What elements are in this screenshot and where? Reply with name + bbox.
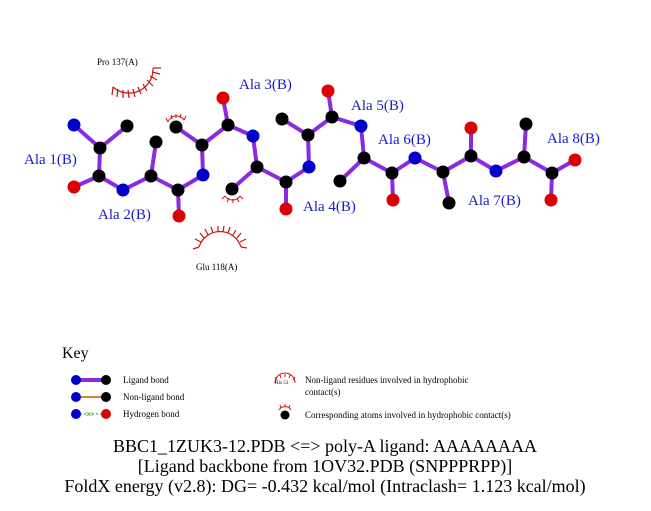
atom-carbon xyxy=(250,160,264,174)
atom-nitrogen xyxy=(408,151,422,165)
atom-oxygen xyxy=(172,209,186,223)
atom-oxygen xyxy=(568,153,582,167)
key-ligand-bond-label: Ligand bond xyxy=(123,375,169,385)
residue-label-ala1: Ala 1(B) xyxy=(24,152,77,168)
atom-carbon xyxy=(225,182,239,196)
atom-oxygen xyxy=(386,193,400,207)
atom-oxygen xyxy=(544,193,558,207)
atom-carbon xyxy=(301,128,315,142)
atom-nitrogen xyxy=(246,129,260,143)
hydrophobic-contact-glu118 xyxy=(192,225,248,250)
atom-oxygen xyxy=(464,121,478,135)
atom-carbon xyxy=(221,118,235,132)
atom-nitrogen xyxy=(354,119,368,133)
caption: BBC1_1ZUK3-12.PDB <=> poly-A ligand: AAA… xyxy=(64,436,585,497)
key-hbond-distance: 3.0 xyxy=(86,412,93,418)
atom-carbon xyxy=(149,135,163,149)
key-nonligand-residues-label-2: contact(s) xyxy=(305,387,340,397)
atom-carbon xyxy=(169,120,183,134)
ligand-atoms xyxy=(67,84,582,223)
atom-nitrogen xyxy=(116,183,130,197)
atom-carbon xyxy=(436,165,450,179)
atom-contact-marks xyxy=(165,113,244,203)
atom-carbon xyxy=(195,138,209,152)
atom-carbon xyxy=(325,110,339,124)
residue-label-ala2: Ala 2(B) xyxy=(98,207,151,223)
atom-carbon xyxy=(385,166,399,180)
key-his-example: His 53 xyxy=(275,381,289,386)
atom-carbon xyxy=(333,174,347,188)
key-ligand-atom-c xyxy=(101,375,111,385)
atom-carbon xyxy=(545,166,559,180)
key-legend: Key Ligand bond Non-ligand bond 3.0 Hydr… xyxy=(62,345,511,420)
key-title: Key xyxy=(62,345,89,362)
key-hbond-atom-n xyxy=(71,409,81,419)
residue-label-pro137: Pro 137(A) xyxy=(97,57,138,67)
key-corresponding-atoms-label: Corresponding atoms involved in hydropho… xyxy=(305,410,511,420)
atom-nitrogen xyxy=(67,118,81,132)
caption-line-2: [Ligand backbone from 1OV32.PDB (SNPPPRP… xyxy=(138,456,513,477)
atom-carbon xyxy=(519,117,533,131)
key-hbond-atom-o xyxy=(101,409,111,419)
atom-carbon xyxy=(275,112,289,126)
atom-carbon xyxy=(464,149,478,163)
atom-oxygen xyxy=(279,202,293,216)
key-nonligand-atom-n xyxy=(71,392,81,402)
residue-label-ala6: Ala 6(B) xyxy=(378,132,431,148)
hydrophobic-contact-pro137 xyxy=(111,67,161,99)
atom-oxygen xyxy=(216,91,230,105)
key-nonligand-residues-label: Non-ligand residues involved in hydropho… xyxy=(305,375,468,385)
caption-line-3: FoldX energy (v2.8): DG= -0.432 kcal/mol… xyxy=(64,476,585,497)
key-corresponding-atom xyxy=(280,410,290,420)
atom-carbon xyxy=(357,151,371,165)
atom-carbon xyxy=(279,175,293,189)
residue-label-ala7: Ala 7(B) xyxy=(468,193,521,209)
atom-nitrogen xyxy=(302,160,316,174)
residue-label-ala3: Ala 3(B) xyxy=(239,77,292,93)
atom-carbon xyxy=(144,169,158,183)
key-hbond-label: Hydrogen bond xyxy=(123,409,180,419)
key-nonligand-bond-label: Non-ligand bond xyxy=(123,392,185,402)
key-ligand-atom-n xyxy=(71,375,81,385)
atom-oxygen xyxy=(321,84,335,98)
residue-label-glu118: Glu 118(A) xyxy=(196,262,237,272)
residue-label-ala4: Ala 4(B) xyxy=(303,199,356,215)
atom-oxygen xyxy=(67,180,81,194)
atom-carbon xyxy=(517,150,531,164)
residue-label-ala5: Ala 5(B) xyxy=(351,98,404,114)
caption-line-1: BBC1_1ZUK3-12.PDB <=> poly-A ligand: AAA… xyxy=(113,436,537,456)
atom-carbon xyxy=(120,119,134,133)
atom-carbon xyxy=(92,169,106,183)
atom-nitrogen xyxy=(196,168,210,182)
atom-carbon xyxy=(93,141,107,155)
atom-nitrogen xyxy=(489,164,503,178)
residue-label-ala8: Ala 8(B) xyxy=(547,131,600,147)
atom-carbon xyxy=(442,196,456,210)
key-nonligand-atom-c xyxy=(101,392,111,402)
atom-carbon xyxy=(171,183,185,197)
